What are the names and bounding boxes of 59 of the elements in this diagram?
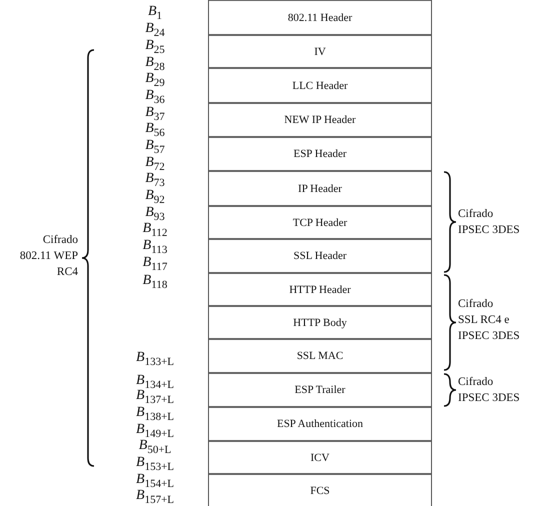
byte-offset-label: B$_{73}$ xyxy=(144,171,166,190)
byte-offset-label: B$_{36}$ xyxy=(144,88,166,106)
byte-offset-label: B$_{154+L}$ xyxy=(135,472,175,490)
header-field-box xyxy=(209,35,431,68)
field-label: ESP Header xyxy=(293,148,347,160)
header-field-box xyxy=(209,68,431,103)
byte-offset-label: B$_{56}$ xyxy=(144,121,166,140)
field-label: ESP Authentication xyxy=(276,418,364,430)
byte-offset-label: B$_{57}$ xyxy=(144,138,166,156)
field-label: LLC Header xyxy=(292,80,348,92)
header-field-box xyxy=(209,103,431,137)
byte-offset-label: B$_{153+L}$ xyxy=(135,455,175,474)
field-label: 802.11 Header xyxy=(288,12,352,24)
header-field-box xyxy=(209,306,431,339)
byte-offset-label: B$_{28}$ xyxy=(144,55,166,73)
encryption-note: Cifrado IPSEC 3DES xyxy=(458,207,521,238)
header-field-box xyxy=(209,441,431,474)
field-label: ESP Trailer xyxy=(294,384,346,396)
byte-offset-label: B$_{93}$ xyxy=(145,205,166,223)
byte-offset-label: B$_{1}$ xyxy=(146,4,164,22)
byte-offset-label: B$_{25}$ xyxy=(144,38,166,56)
byte-offset-label: B$_{117}$ xyxy=(142,255,168,274)
byte-offset-label: B$_{72}$ xyxy=(144,155,166,173)
field-label: HTTP Body xyxy=(293,316,347,328)
field-label: SSL MAC xyxy=(296,350,344,362)
byte-offset-label: B$_{92}$ xyxy=(144,188,166,206)
header-field-box xyxy=(209,239,431,273)
field-label: NEW IP Header xyxy=(284,114,356,126)
header-field-box xyxy=(209,273,431,306)
header-field-box xyxy=(209,0,431,35)
header-field-box xyxy=(209,373,431,407)
byte-offset-label: B$_{112}$ xyxy=(142,221,168,240)
byte-offset-label: B$_{50+L}$ xyxy=(138,438,172,456)
field-label: HTTP Header xyxy=(289,284,351,296)
field-label: ICV xyxy=(310,452,330,464)
field-label: FCS xyxy=(310,484,330,496)
header-field-box xyxy=(209,137,431,171)
byte-offset-label: B$_{29}$ xyxy=(144,71,166,90)
field-label: TCP Header xyxy=(292,216,348,228)
encryption-note: Cifrado SSL RC4 e IPSEC 3DES xyxy=(458,297,521,344)
byte-offset-label: B$_{138+L}$ xyxy=(135,405,175,424)
header-field-box xyxy=(209,206,431,239)
byte-offset-label: B$_{113}$ xyxy=(142,238,168,256)
field-label: SSL Header xyxy=(293,250,347,262)
byte-offset-label: B$_{133+L}$ xyxy=(135,350,175,370)
field-label: IV xyxy=(314,46,326,58)
byte-offset-label: B$_{157+L}$ xyxy=(135,488,175,506)
byte-offset-label: B$_{37}$ xyxy=(144,105,166,123)
byte-offset-label: B$_{149+L}$ xyxy=(135,422,175,440)
encryption-note: Cifrado IPSEC 3DES xyxy=(458,375,521,406)
byte-offset-label: B$_{137+L}$ xyxy=(135,388,175,406)
header-field-box xyxy=(209,407,431,441)
field-label: IP Header xyxy=(298,182,342,194)
byte-offset-label: B$_{134+L}$ xyxy=(135,373,175,391)
byte-offset-label: B$_{24}$ xyxy=(144,21,166,40)
encryption-note: Cifrado 802.11 WEP RC4 xyxy=(18,233,78,280)
header-field-box xyxy=(209,339,431,373)
header-field-box xyxy=(209,171,431,206)
byte-offset-label: B$_{118}$ xyxy=(142,273,168,293)
